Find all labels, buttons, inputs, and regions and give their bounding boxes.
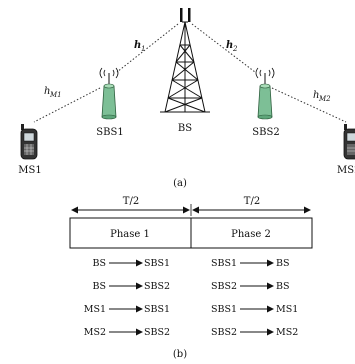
link-h1 [116, 23, 179, 73]
phase1-to: SBS1 [144, 258, 170, 269]
caption-a: (a) [173, 178, 187, 189]
ms2-phone-icon [343, 124, 355, 160]
phase2-to: MS2 [276, 327, 298, 338]
phase1-to: SBS2 [144, 327, 170, 338]
phase2-from: SBS2 [211, 327, 237, 338]
phase1-row: MS1 SBS1 [84, 304, 170, 315]
label-hm2: h M2 [313, 90, 331, 103]
phase2-from: SBS1 [211, 258, 237, 269]
phase2-to: MS1 [276, 304, 298, 315]
phase2-row: SBS2 MS2 [211, 327, 298, 338]
phase2-from: SBS2 [211, 281, 237, 292]
ms1-label: MS1 [18, 165, 41, 176]
sbs1-antenna-icon [99, 67, 119, 120]
duration-label-2: T/2 [244, 196, 260, 207]
duration-label-1: T/2 [123, 196, 139, 207]
phase1-row: MS2 SBS2 [84, 327, 170, 338]
phase2-to: BS [276, 258, 290, 269]
phase2-row: SBS1 MS1 [211, 304, 298, 315]
svg-text:M2: M2 [318, 95, 331, 103]
phase-label-2: Phase 2 [231, 229, 271, 240]
phase1-from: BS [93, 281, 107, 292]
phase2-from: SBS1 [211, 304, 237, 315]
svg-text:h: h [313, 90, 319, 101]
bs-tower-icon [160, 8, 210, 113]
svg-text:h: h [134, 40, 141, 51]
phase1-from: MS1 [84, 304, 106, 315]
phase2-row: SBS1 BS [211, 258, 290, 269]
phase2-row: SBS2 BS [211, 281, 290, 292]
sbs1-label: SBS1 [96, 127, 123, 138]
svg-text:1: 1 [141, 45, 145, 53]
phase1-from: MS2 [84, 327, 106, 338]
ms2-label: MS2 [337, 165, 355, 176]
label-h2: h 2 [226, 40, 238, 53]
ms1-phone-icon [20, 124, 38, 160]
svg-text:2: 2 [232, 45, 238, 53]
phase1-to: SBS1 [144, 304, 170, 315]
network-topology: BS SBS1 SBS2 [18, 8, 355, 189]
sbs2-label: SBS2 [252, 127, 279, 138]
phase1-from: BS [93, 258, 107, 269]
phase2-to: BS [276, 281, 290, 292]
caption-b: (b) [173, 349, 187, 360]
svg-text:h: h [226, 40, 233, 51]
svg-text:M1: M1 [49, 91, 62, 99]
phase-schedule: T/2 T/2 Phase 1 Phase 2 BS SBS1 BS SBS2 … [69, 196, 313, 360]
phase-box-2 [190, 217, 313, 249]
phase-label-1: Phase 1 [110, 229, 150, 240]
bs-label: BS [178, 123, 192, 134]
sbs2-antenna-icon [255, 67, 275, 120]
phase-box-1 [69, 217, 192, 249]
label-hm1: h M1 [44, 86, 62, 99]
svg-text:h: h [44, 86, 50, 97]
phase1-row: BS SBS1 [93, 258, 171, 269]
phase1-row: BS SBS2 [93, 281, 171, 292]
phase1-to: SBS2 [144, 281, 170, 292]
link-h2 [191, 23, 256, 73]
label-h1: h 1 [134, 40, 145, 53]
link-hm2 [271, 87, 347, 123]
